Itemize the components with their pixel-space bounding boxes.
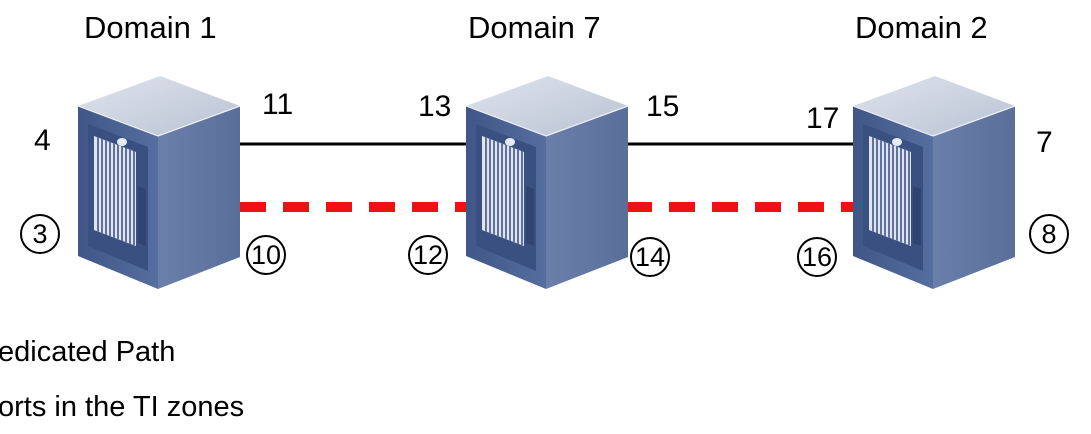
legend-ti-zone-ports: orts in the TI zones <box>0 391 245 423</box>
ti-port-3: 3 <box>20 214 60 254</box>
domain7-switch-icon <box>465 75 629 290</box>
port-label-17: 17 <box>806 102 840 135</box>
port-label-11: 11 <box>262 88 294 121</box>
domain1-switch-icon <box>77 75 241 290</box>
ti-port-14: 14 <box>630 237 670 277</box>
domain1-title: Domain 1 <box>84 10 217 45</box>
domain7-title: Domain 7 <box>468 10 601 45</box>
ti-port-12: 12 <box>408 235 448 275</box>
port-label-15: 15 <box>646 90 680 123</box>
ti-port-8: 8 <box>1029 214 1069 254</box>
ti-port-16: 16 <box>797 237 837 277</box>
domain2-title: Domain 2 <box>855 10 988 45</box>
port-label-7: 7 <box>1036 126 1053 159</box>
domain2-switch-icon <box>852 75 1016 290</box>
port-label-4: 4 <box>34 124 51 157</box>
legend-dedicated-path: edicated Path <box>0 336 176 368</box>
ti-port-10: 10 <box>246 235 286 275</box>
port-label-13: 13 <box>418 90 452 123</box>
